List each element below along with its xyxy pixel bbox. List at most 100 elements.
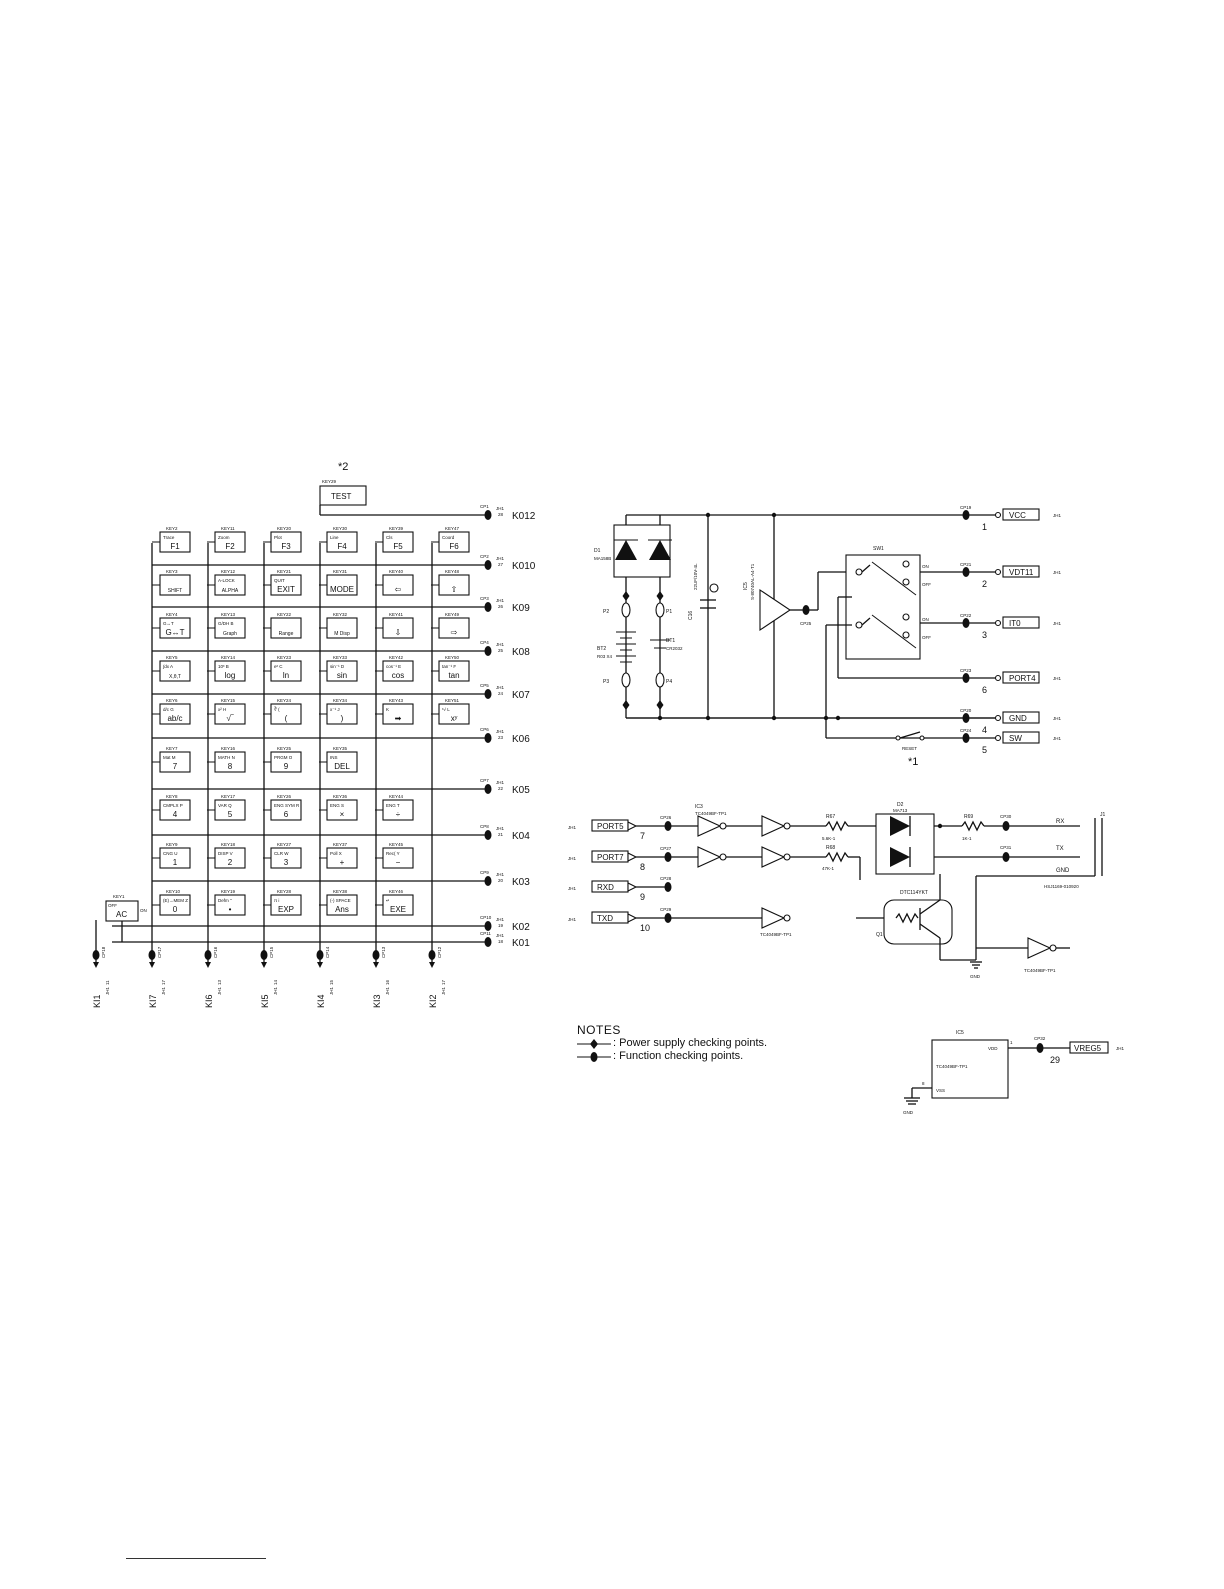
column-cp-label: CP13 [381,946,386,958]
row-checkpoint-cp4 [484,646,492,656]
bt2-check-low [622,700,630,710]
row-jh-label: JH1 [496,917,504,922]
column-label-ki4: KI4 [316,994,326,1008]
key-main-label: 4 [173,810,178,819]
key-ref-label: KEY1 [113,894,125,899]
column-jh-label: JH1 [329,987,334,995]
row-pin-label: 24 [498,691,504,696]
column-arrow-icon [205,962,211,968]
key-shift-label: G↔T [163,621,174,626]
column-jh-label: JH1 [441,987,446,995]
row-pin-label: 21 [498,832,504,837]
key-shift-label: QUIT [274,578,285,583]
column-label-ki6: KI6 [204,994,214,1008]
star1-note: *1 [908,756,918,768]
inverter-part: TC4049BF-TP1 [1024,968,1056,973]
net-tag-gnd: GND [1009,714,1027,723]
key-ref-label: KEY19 [221,889,236,894]
row-jh-label: JH1 [496,642,504,647]
ic3-label: IC3 [695,804,703,810]
key-main-label: ⇨ [451,628,458,637]
row-out-label-k010: K010 [512,561,536,572]
key-shift-label: (E)→MEM Z [163,898,188,903]
sw1-label: SW1 [873,546,884,552]
connector-pin-icon [994,568,1002,576]
key-ref-label: KEY34 [333,698,348,703]
notes-legend: NOTES : Power supply checking points. : … [577,1024,767,1063]
bt2-check [622,591,630,601]
vreg-tag-box [1069,1041,1109,1054]
key-main-label: MODE [330,585,354,594]
row-cp-label: CP6 [480,727,489,732]
gnd-junction [835,715,841,721]
key-main-label: ALPHA [222,588,239,594]
net-tag-sw: SW [1009,734,1022,743]
key-main-label: + [340,858,345,867]
vcc-junction [705,512,711,518]
p3-label: P3 [603,679,609,685]
key-main-label: tan [448,671,459,680]
ic3-part: TC4049BF-TP1 [695,811,727,816]
key-ref-label: KEY8 [166,794,178,799]
key-main-label: F3 [281,542,291,551]
key-main-label: F1 [170,542,180,551]
gnd-junction [705,715,711,721]
key-main-label: ÷ [396,810,401,819]
key-shift-label: x² H [218,707,226,712]
net-tag-vcc: VCC [1009,511,1026,520]
key-shift-label: PRGM O [274,755,293,760]
key-ref-label: KEY46 [389,889,404,894]
key-main-label: X,θ,T [169,674,181,680]
key-shift-label: MATH N [218,755,235,760]
bt1-check [656,591,664,601]
c16-label: C16 [688,611,694,620]
row-checkpoint-cp8 [484,830,492,840]
key-main-label: 9 [284,762,289,771]
key-test-box [319,485,367,506]
key-shift-label: (-) SPACE [330,898,351,903]
inverter-icon [761,907,786,929]
column-cp-label: CP14 [325,946,330,958]
row-pin-label: 22 [498,786,504,791]
gnd-junction [823,715,829,721]
key-main-label: Ans [335,905,349,914]
column-cp-label: CP16 [213,946,218,958]
column-pin-label: 17 [161,979,166,985]
row-cp-label: CP11 [480,931,491,936]
bt1-part: CR2032 [666,646,683,651]
serial-tag-rxd: RXD [597,883,614,892]
key-shift-label: CLR W [274,851,289,856]
d2-label: D2 [897,802,904,808]
q1-collector [919,899,941,915]
column-jh-label: JH1 [385,987,390,995]
net-jh-label: JH1 [1053,736,1061,741]
net-num-label: 2 [982,579,987,589]
key-main-label: F4 [337,542,347,551]
net-tag-box [1002,671,1040,684]
net-cp-label: CP23 [960,668,972,673]
net-jh-label: JH1 [1053,513,1061,518]
key-shift-label: Trace [163,535,175,540]
p4-contact-icon [655,672,665,688]
q1-label: Q1 [876,932,883,938]
net-num-label: 4 [982,725,987,735]
net-tag-box [1002,731,1040,744]
serial-cp-label: CP26 [660,815,672,820]
net-num-label: 1 [982,522,987,532]
column-arrow-icon [429,962,435,968]
key-shift-label: VAR Q [218,803,232,808]
inverter-bubble [783,914,791,922]
column-pin-label: 16 [385,979,390,985]
key-ac-off: OFF [108,903,117,908]
key-main-label: M Disp [334,631,350,637]
serial-checkpoint [664,913,672,923]
